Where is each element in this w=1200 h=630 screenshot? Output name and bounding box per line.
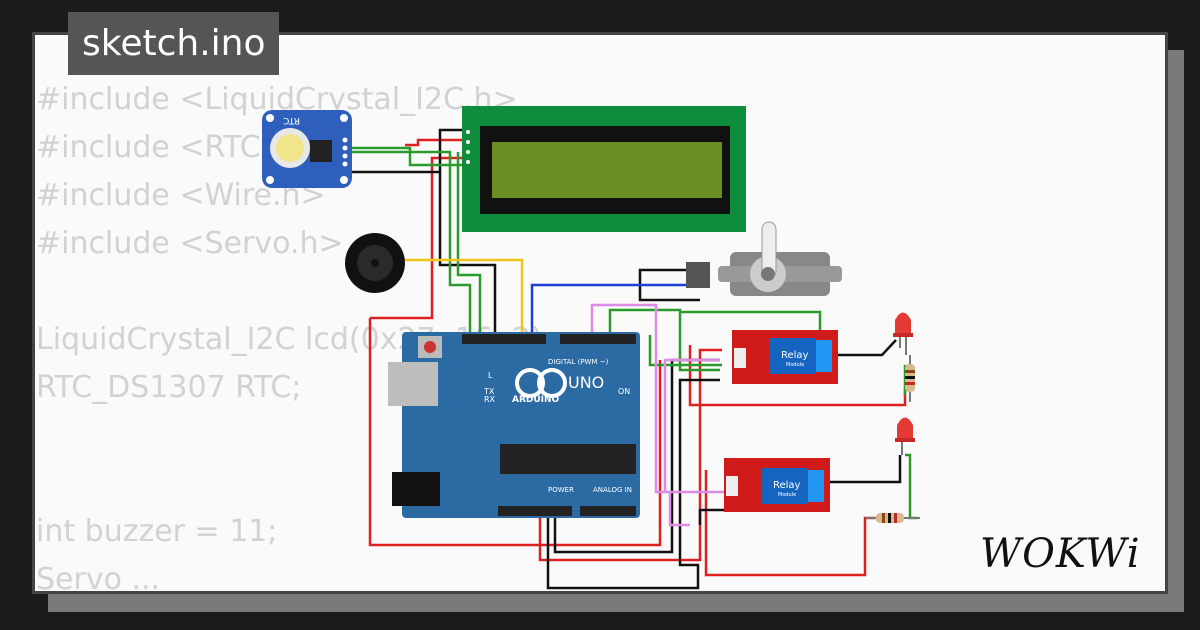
servo-motor[interactable] [686, 221, 842, 296]
rtc-module[interactable]: RTC [262, 110, 352, 188]
led-1[interactable] [893, 312, 913, 356]
code-line: RTC_DS1307 RTC; [36, 370, 302, 405]
relay-module-1[interactable]: Relay Module [732, 330, 838, 384]
arduino-uno-board[interactable]: UNO ARDUINO DIGITAL (PWM ~) ANALOG IN PO… [388, 332, 640, 518]
code-line: #include <LiquidCrystal_I2C.h> [36, 82, 518, 117]
rx-label: RX [484, 395, 496, 404]
wokwi-logo: WOKWi [980, 531, 1141, 577]
arduino-brand-label: ARDUINO [512, 395, 560, 405]
wires [343, 128, 918, 590]
l-label: L [488, 371, 493, 380]
relay2-sub: Module [778, 492, 796, 498]
buzzer[interactable] [345, 233, 405, 293]
rtc-label: RTC [283, 115, 300, 125]
led-2[interactable] [895, 417, 915, 456]
arduino-model-label: UNO [568, 373, 604, 392]
resistor-1[interactable] [905, 355, 915, 402]
relay1-label: Relay [781, 350, 809, 361]
resistor-2[interactable] [866, 513, 920, 523]
code-line: int buzzer = 11; [36, 514, 278, 549]
relay-module-2[interactable]: Relay Module [724, 458, 830, 512]
relay1-sub: Module [786, 362, 804, 368]
on-label: ON [618, 387, 630, 396]
tx-label: TX [483, 387, 495, 396]
analog-label: ANALOG IN [593, 486, 632, 494]
lcd-display[interactable] [462, 106, 746, 232]
code-line: #include <Servo.h> [36, 226, 344, 261]
wokwi-logo-text: WOKWi [980, 531, 1141, 577]
power-label: POWER [548, 486, 574, 494]
file-title-tab[interactable]: sketch.ino [68, 12, 280, 75]
code-line: Servo ... [36, 562, 161, 597]
relay2-label: Relay [773, 480, 801, 491]
digital-label: DIGITAL (PWM ~) [548, 358, 609, 366]
